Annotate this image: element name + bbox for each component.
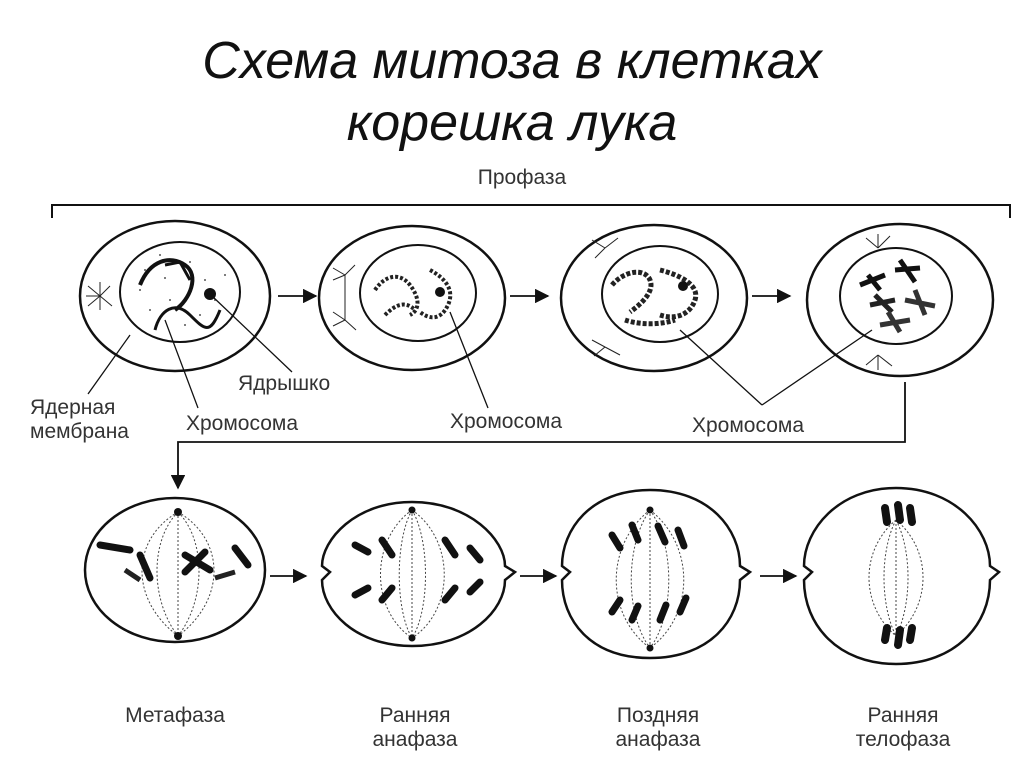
centrosome — [86, 282, 113, 310]
early-telophase-label: Ранняя телофаза — [828, 704, 978, 752]
chromosome-label-3: Хромосома — [692, 414, 805, 437]
late-anaphase-label: Поздняя анафаза — [588, 704, 728, 752]
title-line-1: Схема митоза в клетках — [202, 32, 822, 90]
nuclear-membrane-label: Ядерная мембрана — [30, 396, 129, 444]
prophase-bracket — [51, 204, 1011, 218]
nuclear-membrane-line-2: мембрана — [30, 420, 129, 443]
prophase-label: Профаза — [477, 166, 567, 189]
late-anaphase-line-1: Поздняя — [616, 704, 700, 727]
connector-arrow — [170, 382, 906, 490]
early-anaphase-line-2: анафаза — [372, 728, 458, 751]
metaphase-label: Метафаза — [125, 704, 225, 727]
early-anaphase-line-1: Ранняя — [379, 704, 451, 727]
prophase-cell-4 — [805, 222, 995, 378]
prophase-cell-3 — [559, 223, 749, 373]
nucleolus-label: Ядрышко — [238, 372, 331, 395]
page-title: Схема митоза в клетках корешка лука — [0, 30, 1024, 154]
early-anaphase-cell — [320, 500, 518, 648]
chromosome-label-2: Хромосома — [450, 410, 563, 433]
prophase-cell-1 — [78, 219, 272, 373]
early-telophase-cell — [802, 486, 1002, 666]
chromosome-label-1: Хромосома — [186, 412, 299, 435]
nuclear-membrane-line-1: Ядерная — [30, 396, 116, 419]
pointer-lines — [87, 295, 873, 409]
prophase-cell-2 — [317, 224, 507, 372]
late-anaphase-cell — [560, 488, 753, 660]
title-line-2: корешка лука — [346, 94, 678, 152]
late-anaphase-line-2: анафаза — [615, 728, 701, 751]
metaphase-cell — [83, 496, 267, 644]
early-anaphase-label: Ранняя анафаза — [345, 704, 485, 752]
early-telophase-line-1: Ранняя — [867, 704, 939, 727]
early-telophase-line-2: телофаза — [855, 728, 951, 751]
